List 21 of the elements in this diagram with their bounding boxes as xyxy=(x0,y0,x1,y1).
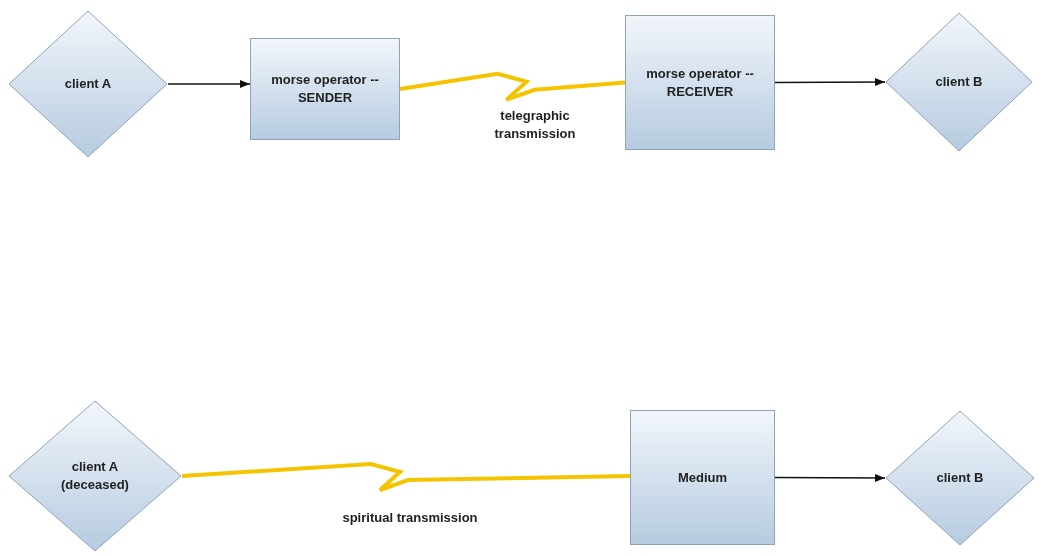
node-label: client A xyxy=(63,75,113,93)
edge-label: telegraphic transmission xyxy=(493,107,577,143)
node-label: client B xyxy=(935,469,985,487)
decision-diamond xyxy=(885,12,1033,152)
decision-diamond xyxy=(8,10,168,158)
process-box xyxy=(630,410,775,545)
node-label: Medium xyxy=(676,468,729,487)
process-box xyxy=(250,38,400,140)
arrow xyxy=(167,79,251,89)
lightning-connector xyxy=(399,71,626,102)
arrow xyxy=(774,77,886,87)
lightning-connector xyxy=(181,462,631,492)
edge-label: spiritual transmission xyxy=(341,509,479,527)
node-label: client A (deceased) xyxy=(60,458,130,494)
decision-diamond xyxy=(885,410,1035,546)
node-label: morse operator -- RECEIVER xyxy=(645,64,755,101)
node-label: morse operator -- SENDER xyxy=(270,71,380,107)
arrow xyxy=(774,473,886,483)
process-box xyxy=(625,15,775,150)
node-label: client B xyxy=(934,73,984,91)
decision-diamond xyxy=(8,400,182,552)
